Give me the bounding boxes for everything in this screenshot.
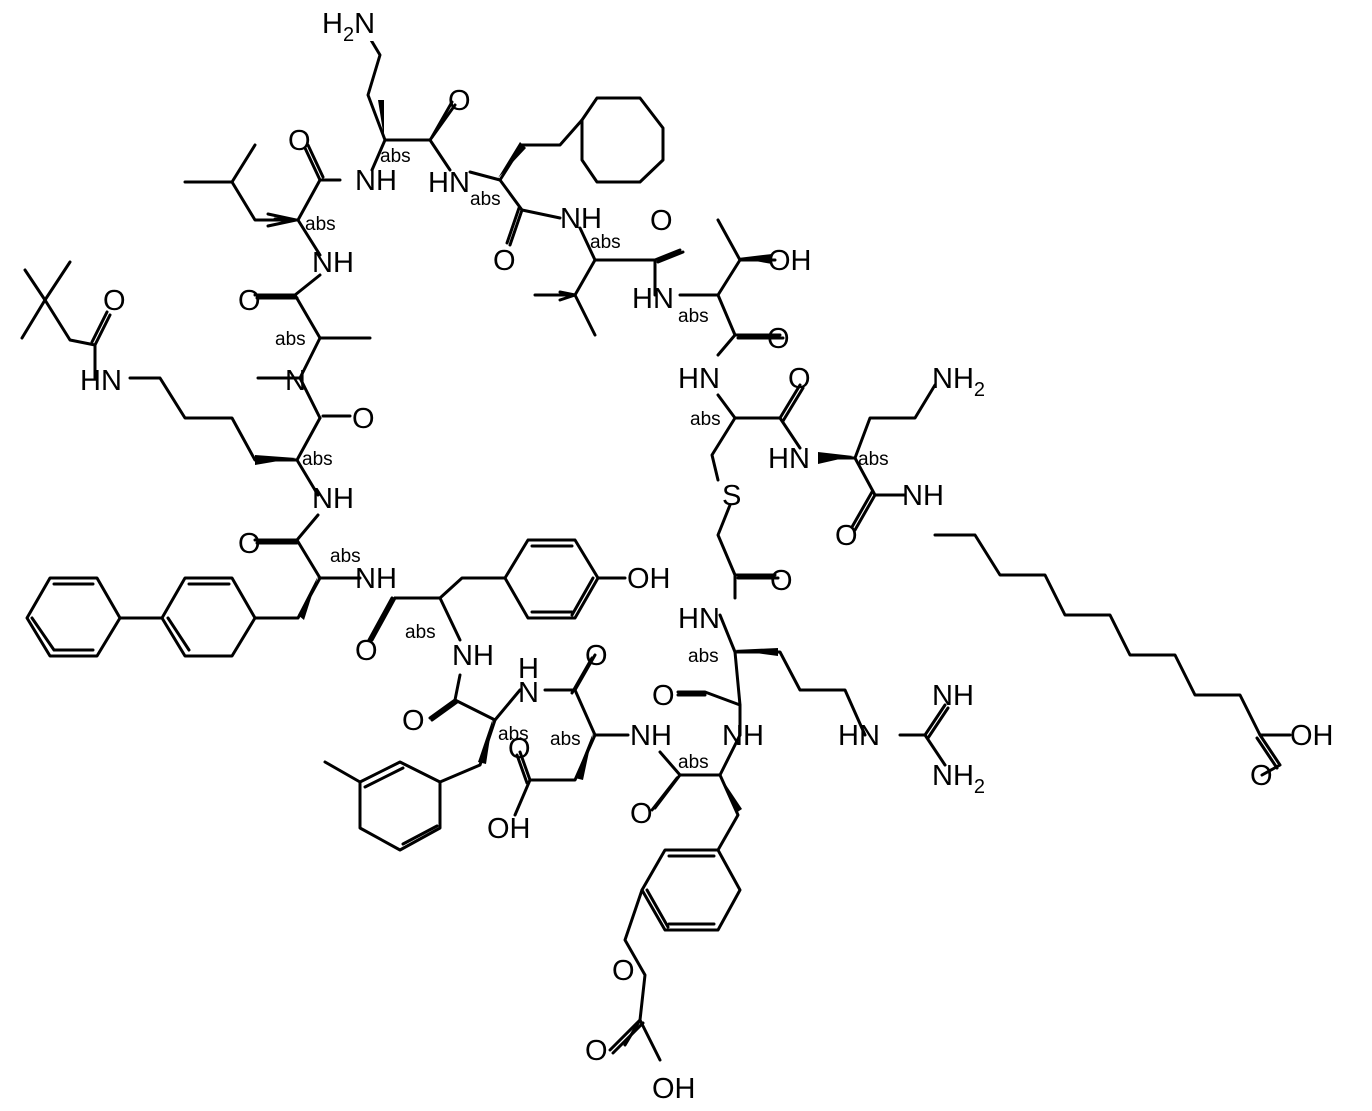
label-hn: HN <box>678 363 720 395</box>
abs-tag: abs <box>305 214 336 235</box>
label-nh: NH <box>902 480 944 512</box>
abs-tag: abs <box>330 546 361 567</box>
label-o-ether: O <box>612 955 635 987</box>
label-nh2: NH2 <box>932 363 985 401</box>
label-o: O <box>650 205 673 237</box>
label-nh: NH <box>630 720 672 752</box>
label-nh: NH <box>312 247 354 279</box>
label-oh: OH <box>1290 720 1334 752</box>
label-hn: HN <box>768 443 810 475</box>
label-o: O <box>103 285 126 317</box>
label-o: O <box>448 85 471 117</box>
label-o: O <box>1250 760 1273 792</box>
label-n: N <box>518 677 539 709</box>
label-nh: NH <box>312 483 354 515</box>
abs-tag: abs <box>678 752 709 773</box>
label-o: O <box>652 680 675 712</box>
label-hn: HN <box>80 365 122 397</box>
label-nh2: NH2 <box>932 760 985 798</box>
label-o: O <box>238 528 261 560</box>
abs-tag: abs <box>690 409 721 430</box>
abs-tag: abs <box>688 646 719 667</box>
abs-tag: abs <box>405 622 436 643</box>
label-oh: OH <box>487 813 531 845</box>
label-o: O <box>288 125 311 157</box>
abs-tag: abs <box>302 449 333 470</box>
label-nh: NH <box>722 720 764 752</box>
label-oh: OH <box>652 1073 696 1105</box>
label-nh: NH <box>932 680 974 712</box>
abs-tag: abs <box>498 724 529 745</box>
label-hn: HN <box>838 720 880 752</box>
abs-tag: abs <box>550 729 581 750</box>
label-oh: OH <box>627 563 671 595</box>
label-oh: OH <box>768 245 812 277</box>
label-sulfur: S <box>722 480 741 512</box>
abs-tag: abs <box>275 329 306 350</box>
label-o: O <box>493 245 516 277</box>
label-hn: HN <box>678 603 720 635</box>
atom-labels: H2N NH HN O O NH O N O O HN NH O NH OH O… <box>80 5 1334 1105</box>
label-o: O <box>402 705 425 737</box>
label-nh: NH <box>355 165 397 197</box>
label-o: O <box>630 798 653 830</box>
abs-tag: abs <box>678 306 709 327</box>
label-o: O <box>585 1035 608 1067</box>
abs-tag: abs <box>858 449 889 470</box>
abs-tag: abs <box>590 232 621 253</box>
bond-skeleton <box>22 35 1290 1060</box>
label-o: O <box>835 520 858 552</box>
label-nh: NH <box>452 640 494 672</box>
label-nh: NH <box>355 563 397 595</box>
abs-tag: abs <box>470 189 501 210</box>
label-o: O <box>767 323 790 355</box>
abs-tag: abs <box>380 146 411 167</box>
stereo-wedges <box>255 100 853 813</box>
label-o: O <box>770 565 793 597</box>
label-hn: HN <box>632 283 674 315</box>
label-o: O <box>238 285 261 317</box>
label-o: O <box>352 403 375 435</box>
label-n-methyl: N <box>285 365 306 397</box>
label-hn: HN <box>428 167 470 199</box>
label-o: O <box>355 635 378 667</box>
label-o: O <box>788 363 811 395</box>
label-o: O <box>585 640 608 672</box>
label-nh: NH <box>560 203 602 235</box>
